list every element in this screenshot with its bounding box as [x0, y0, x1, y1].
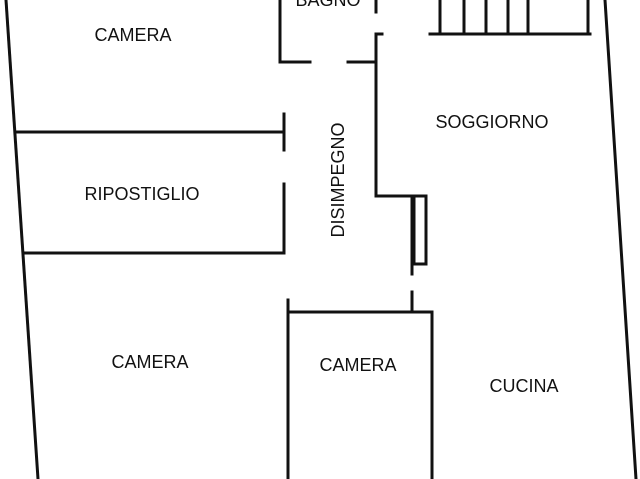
room-label-cucina: CUCINA: [489, 376, 559, 396]
room-label-bagno: BAGNO: [295, 0, 361, 10]
room-label-disimpegno: DISIMPEGNO: [328, 122, 348, 238]
wall-pillar: [412, 194, 428, 266]
outer-wall-right: [603, 0, 638, 479]
room-label-ripostiglio: RIPOSTIGLIO: [84, 184, 200, 204]
room-label-camera-top: CAMERA: [94, 25, 172, 45]
outer-wall-left: [4, 0, 40, 479]
room-label-soggiorno: SOGGIORNO: [435, 112, 549, 132]
room-label-camera-bottom-left: CAMERA: [111, 352, 189, 372]
room-label-camera-bottom-center: CAMERA: [319, 355, 397, 375]
